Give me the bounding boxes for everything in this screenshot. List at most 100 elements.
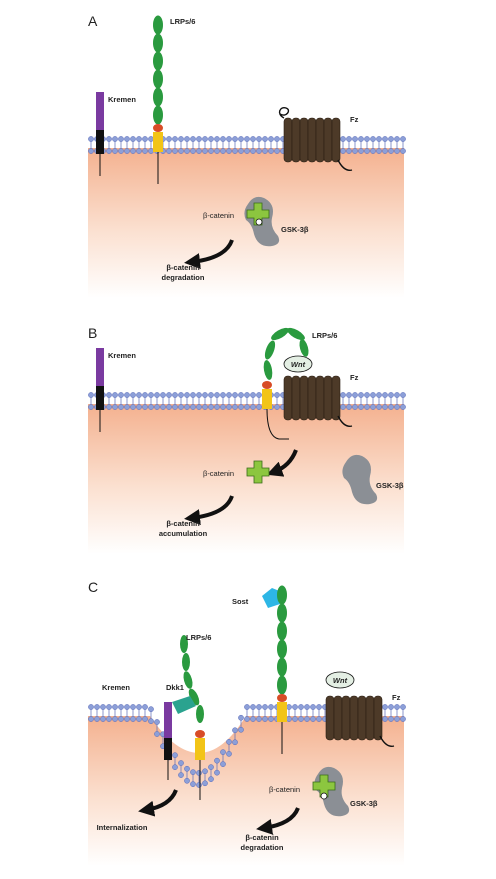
fz-label: Fz — [392, 693, 401, 702]
catenin-label: β-catenin — [203, 211, 234, 220]
catenin-shape — [312, 774, 336, 798]
lipid-head — [208, 392, 214, 398]
lipid-head — [136, 136, 142, 142]
lrp-bead — [153, 105, 163, 125]
lipid-head — [250, 136, 256, 142]
fz-helix — [291, 117, 301, 163]
lipid-head — [340, 404, 346, 410]
lipid-head — [196, 782, 202, 788]
catenin-label: β-catenin — [269, 785, 300, 794]
degradation-arrow — [256, 807, 300, 835]
wnt-label: Wnt — [291, 360, 306, 369]
lrp-red-domain — [195, 730, 205, 738]
lipid-head — [400, 704, 406, 710]
lipid-head — [340, 148, 346, 154]
lipid-head — [352, 404, 358, 410]
lipid-head — [196, 404, 202, 410]
lipid-head — [382, 704, 388, 710]
lipid-head — [232, 148, 238, 154]
lipid-head — [124, 404, 130, 410]
lipid-head — [232, 404, 238, 410]
lipid-head — [256, 392, 262, 398]
lipid-head — [190, 781, 196, 787]
lrp-label: LRPs/6 — [186, 633, 211, 642]
lrp-tail — [266, 408, 289, 440]
lipid-head — [136, 716, 142, 722]
kremen-label: Kremen — [108, 95, 136, 104]
lipid-head — [382, 136, 388, 142]
lipid-head — [178, 404, 184, 410]
lipid-head — [274, 148, 280, 154]
catenin-label: β-catenin — [203, 469, 234, 478]
lipid-head — [172, 752, 178, 759]
lipid-head — [304, 716, 310, 722]
lipid-head — [244, 392, 250, 398]
lipid-head — [190, 404, 196, 410]
lipid-head — [88, 148, 94, 154]
fz-helix — [283, 117, 293, 163]
outcome-line1: β-catenin — [166, 263, 200, 272]
lrp-bead — [277, 603, 287, 623]
lipid-head — [196, 392, 202, 398]
lipid-head — [88, 392, 94, 398]
lipid-head — [130, 704, 136, 710]
panel-c: C Sost LRPs/6 Dkk1 Kremen — [88, 579, 406, 866]
lipid-head — [400, 392, 406, 398]
lipid-head — [112, 392, 118, 398]
fz-helix — [333, 695, 343, 741]
lipid-head — [370, 148, 376, 154]
internalization-arrow — [138, 789, 178, 817]
lipid-head — [316, 704, 322, 710]
lipid-head — [388, 148, 394, 154]
lipid-head — [118, 716, 124, 722]
lipid-head — [286, 704, 292, 710]
lipid-head — [148, 718, 154, 725]
lipid-head — [166, 404, 172, 410]
lipid-head — [364, 136, 370, 142]
lipid-head — [148, 136, 154, 142]
lipid-head — [166, 136, 172, 142]
lipid-head — [238, 136, 244, 142]
lipid-head — [226, 136, 232, 142]
lipid-head — [106, 704, 112, 710]
fz-tail — [379, 735, 395, 747]
lrp-bead — [277, 639, 287, 659]
lipid-head — [118, 392, 124, 398]
fz-helix — [283, 375, 293, 421]
lrp-transmembrane — [153, 132, 163, 152]
kremen-transmembrane — [96, 130, 104, 154]
kremen-transmembrane — [96, 386, 104, 410]
fz-helix — [365, 695, 375, 741]
lipid-head — [304, 704, 310, 710]
lipid-head — [136, 148, 142, 154]
lrp-bead — [277, 585, 287, 605]
lipid-head — [400, 404, 406, 410]
lipid-head — [244, 136, 250, 142]
lipid-head — [100, 704, 106, 710]
fz-helix — [299, 117, 309, 163]
lipid-head — [184, 404, 190, 410]
lipid-head — [262, 716, 268, 722]
lrp-bead — [287, 327, 305, 341]
lrp-receptor — [153, 15, 163, 125]
lipid-head — [202, 768, 208, 775]
lipid-head — [382, 148, 388, 154]
lipid-head — [358, 392, 364, 398]
lipid-head — [250, 404, 256, 410]
fz-helix — [323, 117, 333, 163]
lipid-head — [394, 148, 400, 154]
lipid-head — [238, 148, 244, 154]
lipid-head — [346, 392, 352, 398]
lipid-head — [310, 704, 316, 710]
lipid-head — [142, 704, 148, 710]
wnt-label: Wnt — [333, 676, 348, 685]
lipid-head — [172, 148, 178, 154]
fz-helix — [349, 695, 359, 741]
lipid-head — [196, 770, 202, 776]
lipid-head — [214, 392, 220, 398]
lipid-head — [364, 404, 370, 410]
lipid-head — [130, 148, 136, 154]
lipid-head — [190, 769, 196, 775]
lipid-head — [136, 704, 142, 710]
lipid-head — [202, 136, 208, 142]
